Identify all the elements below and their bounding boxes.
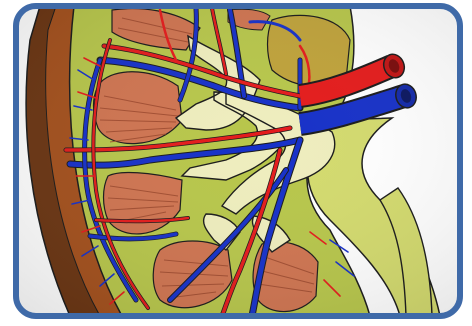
shading-overlay [16, 6, 460, 316]
